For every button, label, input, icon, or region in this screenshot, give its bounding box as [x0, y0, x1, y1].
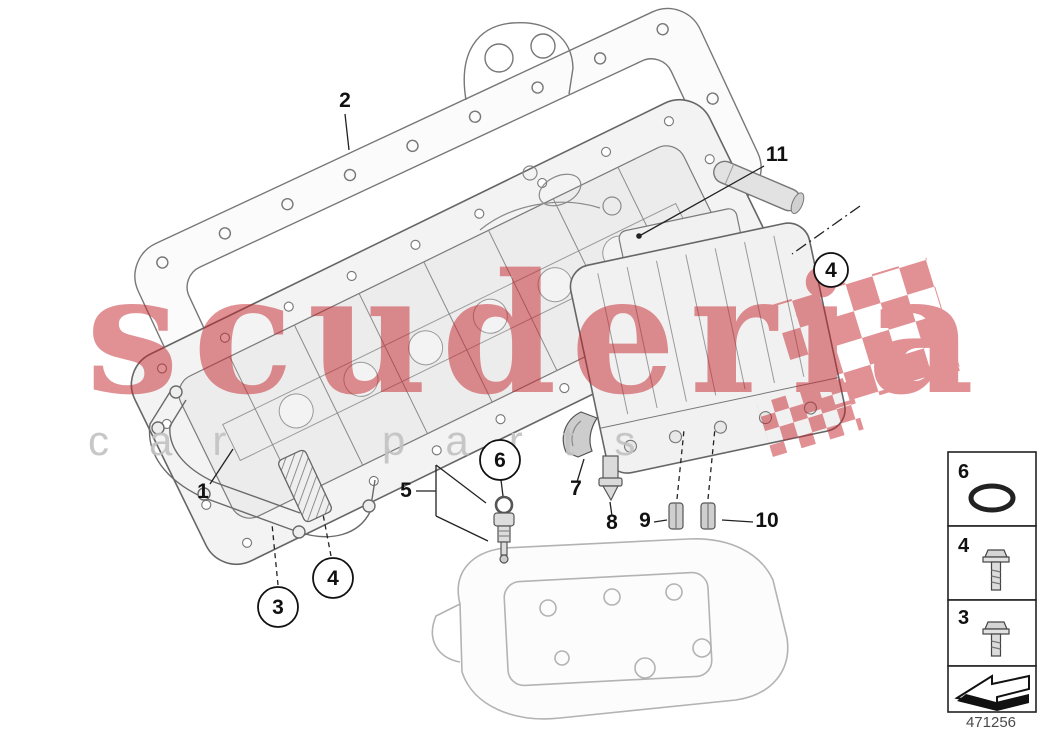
callout-1: 1 — [197, 480, 209, 503]
callout-3: 3 — [272, 596, 284, 619]
flange-bolt-icon — [982, 549, 1010, 591]
callout-4-right: 4 — [825, 259, 837, 282]
callout-7: 7 — [570, 477, 582, 500]
callout-6: 6 — [494, 449, 506, 472]
callout-5: 5 — [400, 479, 412, 502]
callout-10: 10 — [755, 509, 778, 532]
watermark-word-car: car — [88, 417, 266, 464]
legend-num-4: 4 — [958, 535, 970, 557]
legend-num-6: 6 — [958, 461, 969, 483]
pan-top-detail — [479, 165, 622, 231]
dowel-pin-drawing — [713, 160, 805, 215]
clip-right-drawing — [700, 502, 716, 530]
baffle-drawing — [562, 411, 598, 458]
clip-left-drawing — [668, 502, 684, 530]
legend-row-6 — [947, 451, 1037, 527]
callout-4-right-circle — [813, 252, 849, 288]
callout-8: 8 — [606, 511, 618, 534]
legend-box: 6 4 3 — [947, 451, 1037, 713]
oil-valve-drawing — [493, 495, 515, 564]
callout-3-circle — [257, 586, 299, 628]
plug-drawing — [598, 455, 623, 502]
callout-4-left: 4 — [327, 567, 339, 590]
legend-num-3: 3 — [958, 607, 969, 629]
clip-axis-lines — [676, 427, 716, 500]
direction-arrow-icon — [954, 674, 1030, 711]
checkered-flag-pattern — [756, 257, 961, 457]
callout-9: 9 — [639, 509, 651, 532]
callout-4-left-circle — [312, 557, 354, 599]
watermark-word-parts: parts — [382, 417, 675, 464]
bolt-boss-hatched — [278, 449, 332, 523]
o-ring-icon — [968, 483, 1016, 513]
watermark-tagline: car parts — [88, 417, 675, 464]
callout-6-circle — [479, 439, 521, 481]
upper-oil-pan-drawing — [130, 99, 786, 565]
callout-11: 11 — [766, 143, 789, 166]
leader-lines — [209, 113, 861, 586]
gasket-top-detail — [463, 22, 574, 101]
callout-2: 2 — [339, 89, 351, 112]
bottom-cover-drawing — [431, 538, 789, 720]
diagram-number: 471256 — [966, 714, 1016, 731]
flange-bolt-icon-2 — [982, 621, 1010, 657]
pan-side-wall — [148, 385, 376, 539]
